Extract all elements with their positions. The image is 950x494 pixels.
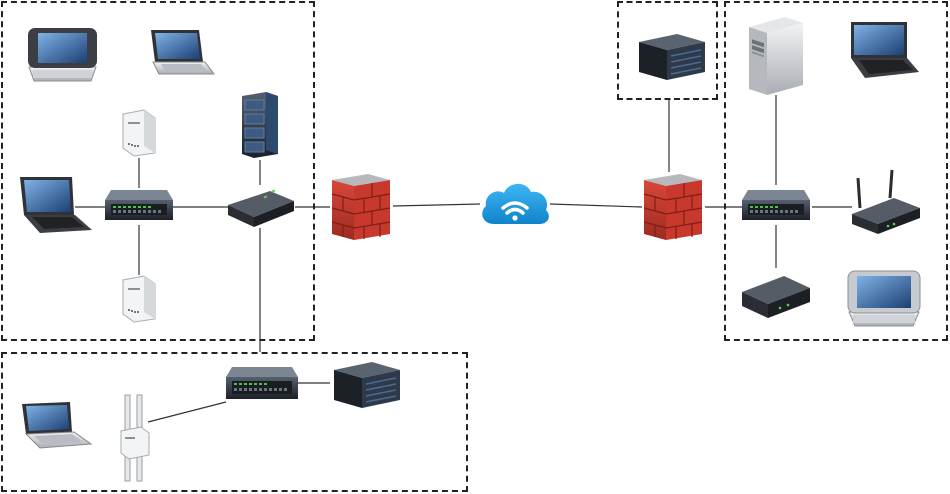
link-pole-ap-switch-bottom [147,401,227,423]
link-cloud-firewall-right [549,203,643,208]
router-icon[interactable] [224,185,296,230]
network-switch-icon[interactable] [740,188,812,225]
firewall-icon[interactable] [328,170,394,242]
rack-server-icon[interactable] [238,90,282,160]
laptop-icon[interactable] [145,28,215,78]
zone-bottom-lan [1,352,468,492]
server-unit-icon[interactable] [635,30,707,82]
zone-right-lan [724,1,948,341]
wifi-cloud-icon[interactable] [478,178,552,228]
laptop-icon[interactable] [20,400,93,450]
pda-icon[interactable] [845,268,923,328]
router-icon[interactable] [738,268,814,323]
zone-left-lan [1,1,315,341]
network-switch-icon[interactable] [103,188,175,225]
pole-access-point-icon[interactable] [115,393,155,483]
pda-icon[interactable] [25,25,100,83]
laptop-icon[interactable] [845,20,920,80]
laptop-icon[interactable] [18,175,93,235]
wall-access-point-icon[interactable] [120,108,158,158]
server-unit-icon[interactable] [330,358,402,410]
network-switch-icon[interactable] [224,365,300,405]
firewall-icon[interactable] [640,170,706,242]
wall-access-point-icon[interactable] [120,274,158,324]
tower-pc-icon[interactable] [745,15,807,97]
zone-top-server [617,1,718,100]
link-firewall-cloud [392,203,481,207]
wireless-router-icon[interactable] [848,168,924,240]
